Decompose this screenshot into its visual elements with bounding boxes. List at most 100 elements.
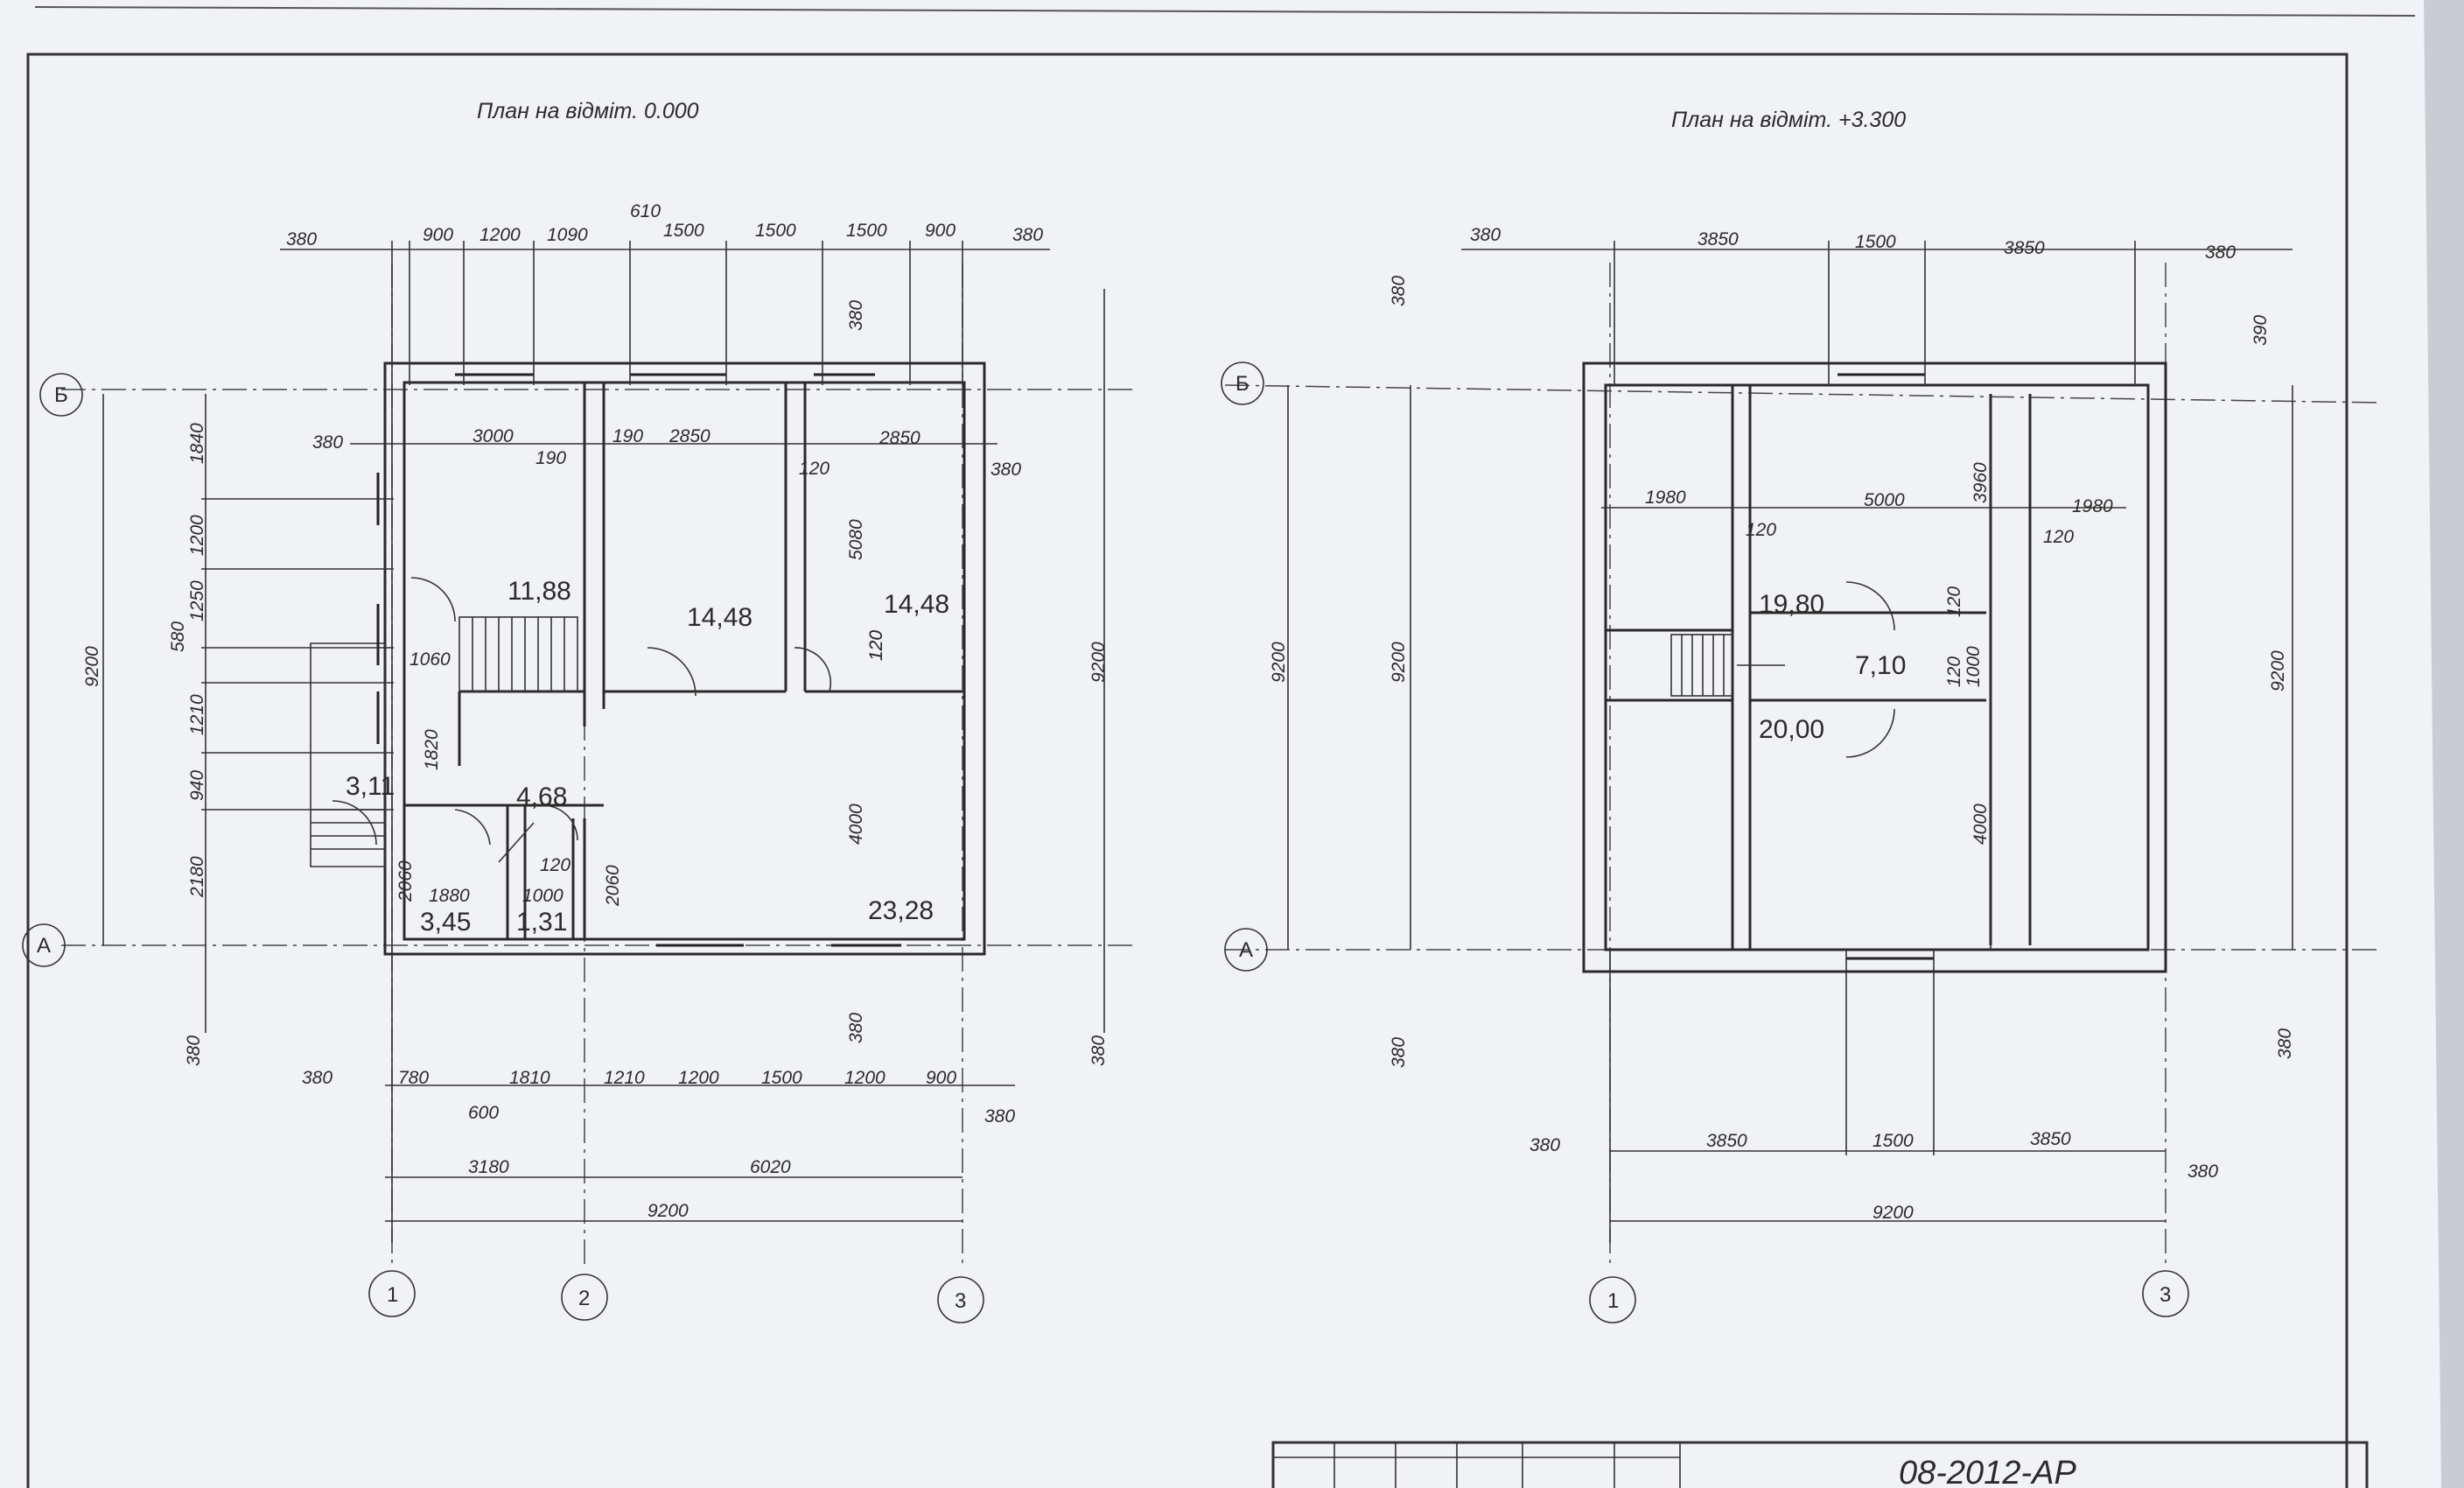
dim-label: 1090	[547, 225, 588, 245]
dim-label: 1500	[846, 221, 887, 241]
dim-label: 3850	[2030, 1129, 2071, 1149]
dim-label: 380	[2205, 242, 2236, 263]
dim-label: 1210	[604, 1068, 645, 1088]
dim-label: 190	[536, 448, 566, 468]
room-area: 7,10	[1855, 651, 1906, 680]
dim-label: 1880	[429, 886, 470, 906]
dim-label: 900	[926, 1068, 956, 1088]
dim-label: 120	[1944, 586, 1964, 617]
dim-label: 5000	[1864, 490, 1905, 510]
dim-label: 190	[612, 426, 643, 446]
dim-label: 3850	[2004, 238, 2045, 258]
dim-label: 3850	[1706, 1131, 1747, 1151]
dim-label: 2850	[668, 426, 710, 446]
axis-b-label: Б	[54, 383, 68, 407]
dim-label: 3000	[472, 426, 514, 446]
room-area: 11,88	[508, 577, 571, 606]
dim-label: 1000	[522, 886, 564, 906]
dim-label: 380	[846, 1013, 866, 1043]
dim-label: 380	[1470, 225, 1501, 245]
dim-label: 2850	[878, 428, 920, 448]
dim-label: 380	[286, 229, 317, 249]
axis-1-label: 1	[1607, 1289, 1619, 1313]
dim-label: 9200	[648, 1201, 689, 1221]
dim-label: 1500	[1872, 1131, 1914, 1151]
dim-label: 1200	[480, 225, 521, 245]
dim-label: 9200	[1389, 642, 1409, 683]
dim-label: 1810	[509, 1068, 550, 1088]
dim-label: 120	[2043, 527, 2074, 547]
dim-label: 2180	[187, 856, 207, 898]
dim-label: 380	[2188, 1162, 2218, 1182]
plan2-title: План на відміт. +3.300	[1671, 108, 1906, 132]
dim-label: 2060	[396, 860, 416, 902]
dim-label: 900	[423, 225, 453, 245]
dim-label: 3850	[1698, 229, 1739, 249]
dim-label: 2060	[603, 865, 623, 907]
dim-label: 120	[866, 630, 886, 661]
dim-label: 9200	[1269, 642, 1289, 683]
room-area: 23,28	[868, 896, 934, 925]
dim-label: 6020	[750, 1157, 791, 1177]
dim-label: 580	[168, 621, 188, 652]
dim-label: 1500	[755, 221, 796, 241]
dim-label: 120	[540, 855, 570, 875]
dim-label: 1980	[2072, 496, 2113, 516]
dim-label: 1250	[187, 580, 207, 621]
dim-label: 9200	[82, 646, 102, 687]
dim-label: 380	[312, 432, 343, 453]
dim-label: 380	[2275, 1028, 2295, 1059]
dim-label: 1840	[187, 423, 207, 464]
dim-label: 3960	[1970, 462, 1991, 503]
room-area: 14,48	[687, 603, 752, 632]
drawing-frame	[26, 53, 2348, 1488]
dim-label: 380	[984, 1106, 1015, 1127]
dim-label: 1200	[187, 515, 207, 556]
dim-label: 390	[2250, 315, 2271, 346]
dim-label: 120	[1944, 656, 1964, 687]
dim-label: 5080	[846, 519, 866, 560]
dim-label: 780	[398, 1068, 429, 1088]
axis-1-label: 1	[387, 1283, 398, 1307]
dim-label: 600	[468, 1103, 499, 1123]
dim-label: 1060	[410, 649, 451, 670]
dim-label: 380	[846, 300, 866, 331]
dim-label: 380	[1088, 1035, 1109, 1066]
axis-a-label: А	[37, 934, 51, 958]
dim-label: 1500	[761, 1068, 802, 1088]
dim-label: 9200	[1872, 1203, 1914, 1223]
room-area: 1,31	[516, 908, 567, 937]
dim-label: 380	[1012, 225, 1043, 245]
dim-label: 380	[302, 1068, 332, 1088]
dim-label: 1200	[844, 1068, 886, 1088]
dim-label: 610	[630, 201, 661, 221]
plan2: Б А 1 3 19,80 7,10 20,00 380 3850 1500 3…	[1221, 225, 2381, 1323]
dim-label: 380	[1530, 1135, 1560, 1155]
dim-label: 380	[1389, 1037, 1409, 1068]
dim-label: 380	[1389, 276, 1409, 306]
dim-label: 9200	[2268, 650, 2288, 691]
axis-a-label: А	[1239, 938, 1253, 962]
drawing-code: 08-2012-АР	[1899, 1455, 2076, 1488]
dim-label: 120	[866, 630, 886, 661]
axis-3-label: 3	[955, 1289, 966, 1313]
dim-label: 1820	[422, 729, 442, 770]
dim-label: 1500	[663, 221, 704, 241]
dim-label: 1200	[678, 1068, 719, 1088]
room-area: 19,80	[1759, 590, 1824, 619]
dim-label: 1000	[1964, 646, 1984, 687]
axis-2-label: 2	[578, 1287, 590, 1310]
dim-label: 1980	[1645, 488, 1686, 508]
room-area: 4,68	[516, 783, 567, 811]
title-block: 08-2012-АР	[1271, 1441, 2369, 1488]
room-area: 3,11	[346, 772, 395, 801]
dim-label: 4000	[846, 804, 866, 845]
dim-label: 380	[184, 1035, 204, 1066]
axis-b-label: Б	[1236, 372, 1250, 396]
dim-label: 3180	[468, 1157, 509, 1177]
plan1-title: План на відміт. 0.000	[477, 99, 699, 123]
dim-label: 120	[1746, 520, 1776, 540]
dim-label: 1210	[187, 694, 207, 735]
dim-label: 9200	[1088, 642, 1109, 683]
